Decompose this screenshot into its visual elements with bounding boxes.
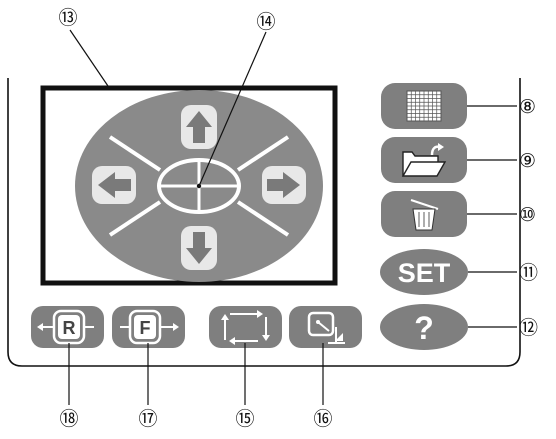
callout-9: ⑨: [519, 151, 536, 172]
callout-14: ⑭: [256, 11, 275, 33]
pad-divider: [108, 135, 162, 172]
right-arrow-button[interactable]: [262, 166, 306, 204]
f-button-letter: F: [140, 318, 151, 338]
delete-button[interactable]: [381, 191, 467, 237]
center-point: [196, 183, 202, 189]
resize-icon: [307, 311, 345, 344]
up-arrow-button[interactable]: [181, 105, 217, 149]
r-button-letter: R: [63, 318, 76, 338]
callout-13: ⑬: [58, 7, 77, 29]
grid-icon: [406, 90, 442, 122]
r-button[interactable]: R: [31, 306, 104, 348]
callout-10: ⑩: [519, 205, 536, 226]
set-button-label: SET: [398, 258, 451, 288]
grid-button[interactable]: [381, 83, 467, 129]
callout-17: ⑰: [138, 408, 157, 430]
arrow-left-icon: [98, 172, 131, 198]
arrow-right-icon: [267, 172, 300, 198]
open-folder-button[interactable]: [381, 137, 467, 183]
folder-open-icon: [401, 143, 447, 177]
resize-button[interactable]: [289, 306, 362, 348]
trash-icon: [410, 199, 439, 231]
set-button[interactable]: SET: [380, 249, 468, 295]
pad-divider: [108, 200, 162, 237]
pad-divider: [236, 135, 290, 172]
callout-8: ⑧: [519, 97, 536, 118]
left-arrow-button[interactable]: [92, 166, 136, 204]
down-arrow-button[interactable]: [181, 226, 217, 270]
pad-divider: [236, 200, 290, 237]
leader-lines: [68, 29, 517, 405]
callout-12: ⑫: [519, 317, 538, 339]
rotate-button[interactable]: [209, 306, 282, 348]
callout-16: ⑯: [313, 408, 332, 430]
arrow-up-icon: [186, 111, 212, 143]
callout-15: ⑮: [235, 408, 254, 430]
help-button[interactable]: ?: [380, 304, 468, 350]
help-button-label: ?: [414, 310, 434, 346]
callout-11: ⑪: [519, 262, 538, 284]
f-button[interactable]: F: [112, 306, 185, 348]
panel-frame: [7, 78, 521, 367]
callout-18: ⑱: [59, 408, 78, 430]
rotate-arrows-icon: [221, 310, 270, 345]
arrow-down-icon: [186, 232, 212, 264]
